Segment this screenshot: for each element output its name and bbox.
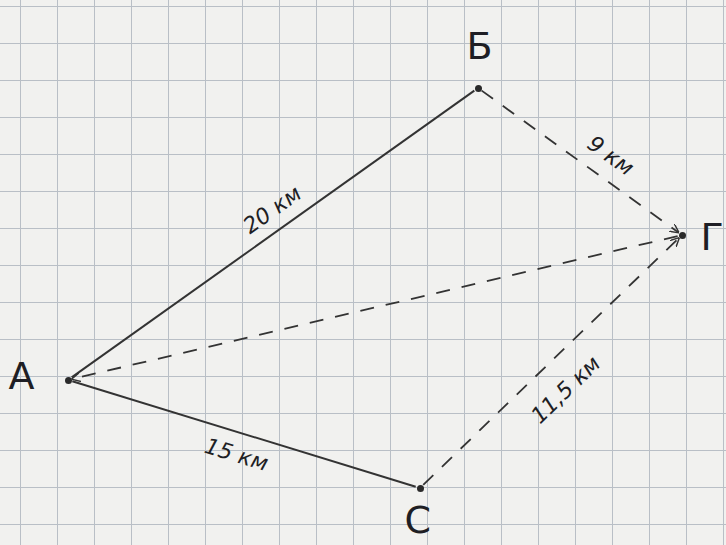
- route-line: [72, 91, 475, 378]
- distance-label: 9 км: [583, 132, 637, 180]
- dashed-route: [423, 238, 679, 485]
- map-point: Б: [475, 85, 482, 92]
- dashed-route: [482, 91, 679, 233]
- point-letter: A: [9, 357, 35, 395]
- distance-label: 15 км: [202, 435, 270, 475]
- map-point: A: [65, 377, 72, 384]
- point-letter: Б: [467, 27, 493, 65]
- route-line: [72, 381, 415, 486]
- distance-label: 11,5 км: [527, 352, 604, 427]
- map-point: C: [417, 485, 424, 492]
- distance-label: 20 км: [239, 182, 305, 238]
- map-point: Г: [679, 232, 686, 239]
- point-letter: Г: [701, 218, 724, 256]
- point-letter: C: [405, 501, 432, 539]
